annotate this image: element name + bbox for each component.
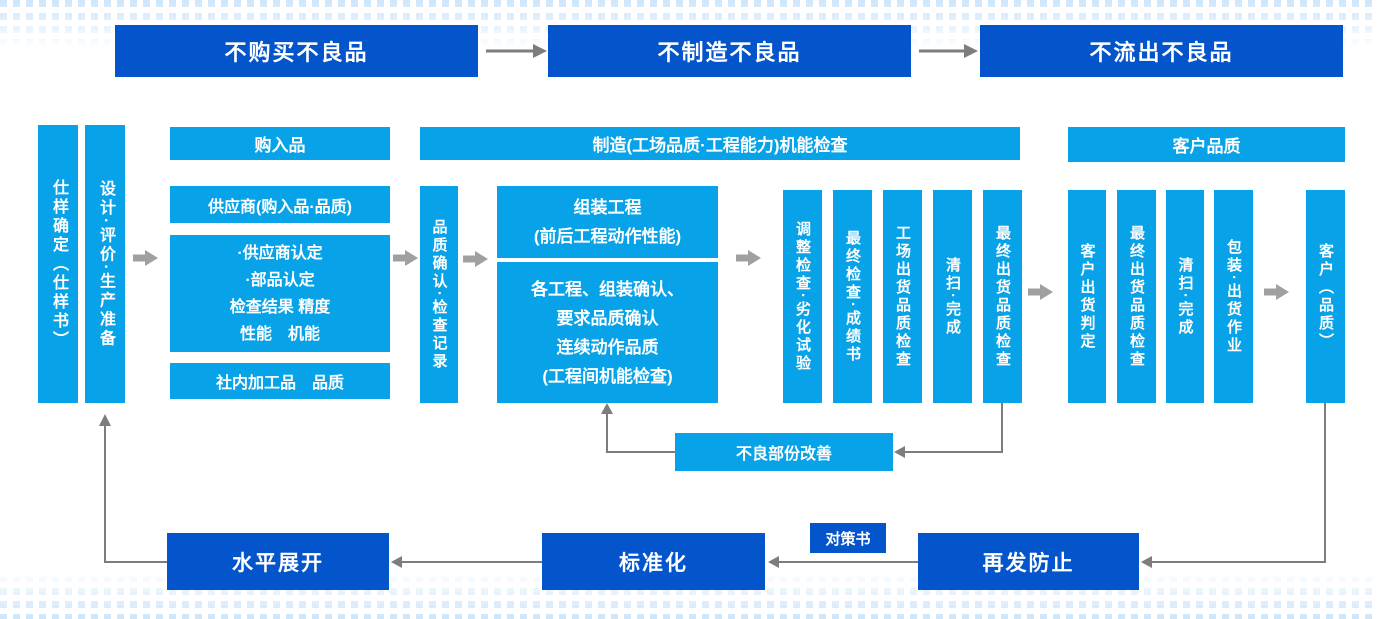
arrowhead-recurrence-to-standardization [768, 556, 779, 568]
bar-quality-confirm-inspection-record: 品质确认·检查记录 [420, 186, 458, 403]
top-step-no-outflow-defects: 不流出不良品 [980, 25, 1343, 77]
line-deploy-to-design [104, 424, 167, 563]
block-arrow-packing-to-customer [1264, 284, 1289, 300]
header-manufacturing-function-inspection: 制造(工场品质·工程能力)机能检查 [420, 127, 1020, 160]
detail-line: 检查结果 精度 [229, 298, 331, 316]
line-improvement-to-process [606, 412, 675, 453]
bar-cleaning-completion: 清扫·完成 [933, 190, 972, 403]
block-arrow-design-to-purchase [133, 250, 158, 266]
box-defect-part-improvement: 不良部份改善 [675, 433, 893, 471]
line-shipment-to-improvement [905, 403, 1003, 453]
arrowhead-shipment-to-improvement [894, 446, 905, 458]
arrowhead-improvement-to-process [601, 403, 613, 414]
arrowhead-deploy-to-design [99, 414, 111, 426]
process-line: 各工程、组装确认、 [531, 279, 684, 299]
block-arrow-inspection-to-customer [1028, 284, 1053, 300]
block-arrow-purchase-to-quality [393, 250, 418, 266]
bar-customer-quality-final: 客户（品质） [1306, 190, 1345, 403]
arrowhead-customer-to-recurrence [1141, 556, 1152, 568]
block-arrow-assembly-to-inspection [736, 250, 761, 266]
box-process-confirmation: 各工程、组装确认、 要求品质确认 连续动作品质 (工程间机能检查) [497, 262, 718, 403]
bar-cleaning-completion-customer: 清扫·完成 [1166, 190, 1204, 403]
box-standardization: 标准化 [542, 533, 765, 590]
bar-final-inspection-report: 最终检查·成绩书 [833, 190, 872, 403]
process-line: 连续动作品质 [556, 337, 659, 357]
bar-spec-determination: 仕样确定（仕样书） [38, 125, 78, 403]
bar-packing-shipping-operations: 包装·出货作业 [1214, 190, 1253, 403]
assembly-line: (前后工程动作性能) [533, 227, 682, 246]
box-supplier: 供应商(购入品·品质) [170, 186, 390, 223]
box-assembly-process: 组装工程 (前后工程动作性能) [497, 186, 718, 258]
top-step-no-purchase-defects: 不购买不良品 [115, 25, 478, 77]
process-line: 要求品质确认 [556, 308, 659, 328]
line-customer-to-recurrence [1152, 403, 1326, 563]
bar-factory-shipment-quality-inspection: 工场出货品质检查 [883, 190, 922, 403]
box-recurrence-prevention: 再发防止 [918, 533, 1139, 590]
box-countermeasure-document: 对策书 [810, 523, 886, 553]
box-supplier-certification-details: ·供应商认定 ·部品认定 检查结果 精度 性能 机能 [170, 235, 390, 352]
assembly-line: 组装工程 [573, 198, 642, 217]
detail-line: ·供应商认定 [237, 244, 323, 262]
process-line: (工程间机能检查) [542, 366, 673, 386]
bar-final-shipment-quality-inspection-customer: 最终出货品质检查 [1117, 190, 1156, 403]
box-horizontal-deployment: 水平展开 [167, 533, 389, 590]
bar-final-shipment-quality-inspection: 最终出货品质检查 [983, 190, 1022, 403]
detail-line: ·部品认定 [245, 271, 315, 289]
bar-customer-shipment-judgment: 客户出货判定 [1068, 190, 1106, 403]
bar-adjust-inspection-degradation-test: 调整检查·劣化试验 [783, 190, 822, 403]
header-purchased-items: 购入品 [170, 127, 390, 160]
bar-design-evaluation-preparation: 设计·评价·生产准备 [85, 125, 125, 403]
arrowhead-step2-step3 [964, 44, 978, 58]
header-customer-quality: 客户品质 [1068, 127, 1345, 162]
box-inhouse-processed-items: 社内加工品 品质 [170, 363, 390, 399]
arrowhead-step1-step2 [533, 44, 547, 58]
block-arrow-quality-to-assembly [463, 251, 488, 267]
top-step-no-manufacture-defects: 不制造不良品 [548, 25, 911, 77]
detail-line: 性能 机能 [239, 325, 320, 343]
arrowhead-standardization-to-deploy [391, 556, 402, 568]
